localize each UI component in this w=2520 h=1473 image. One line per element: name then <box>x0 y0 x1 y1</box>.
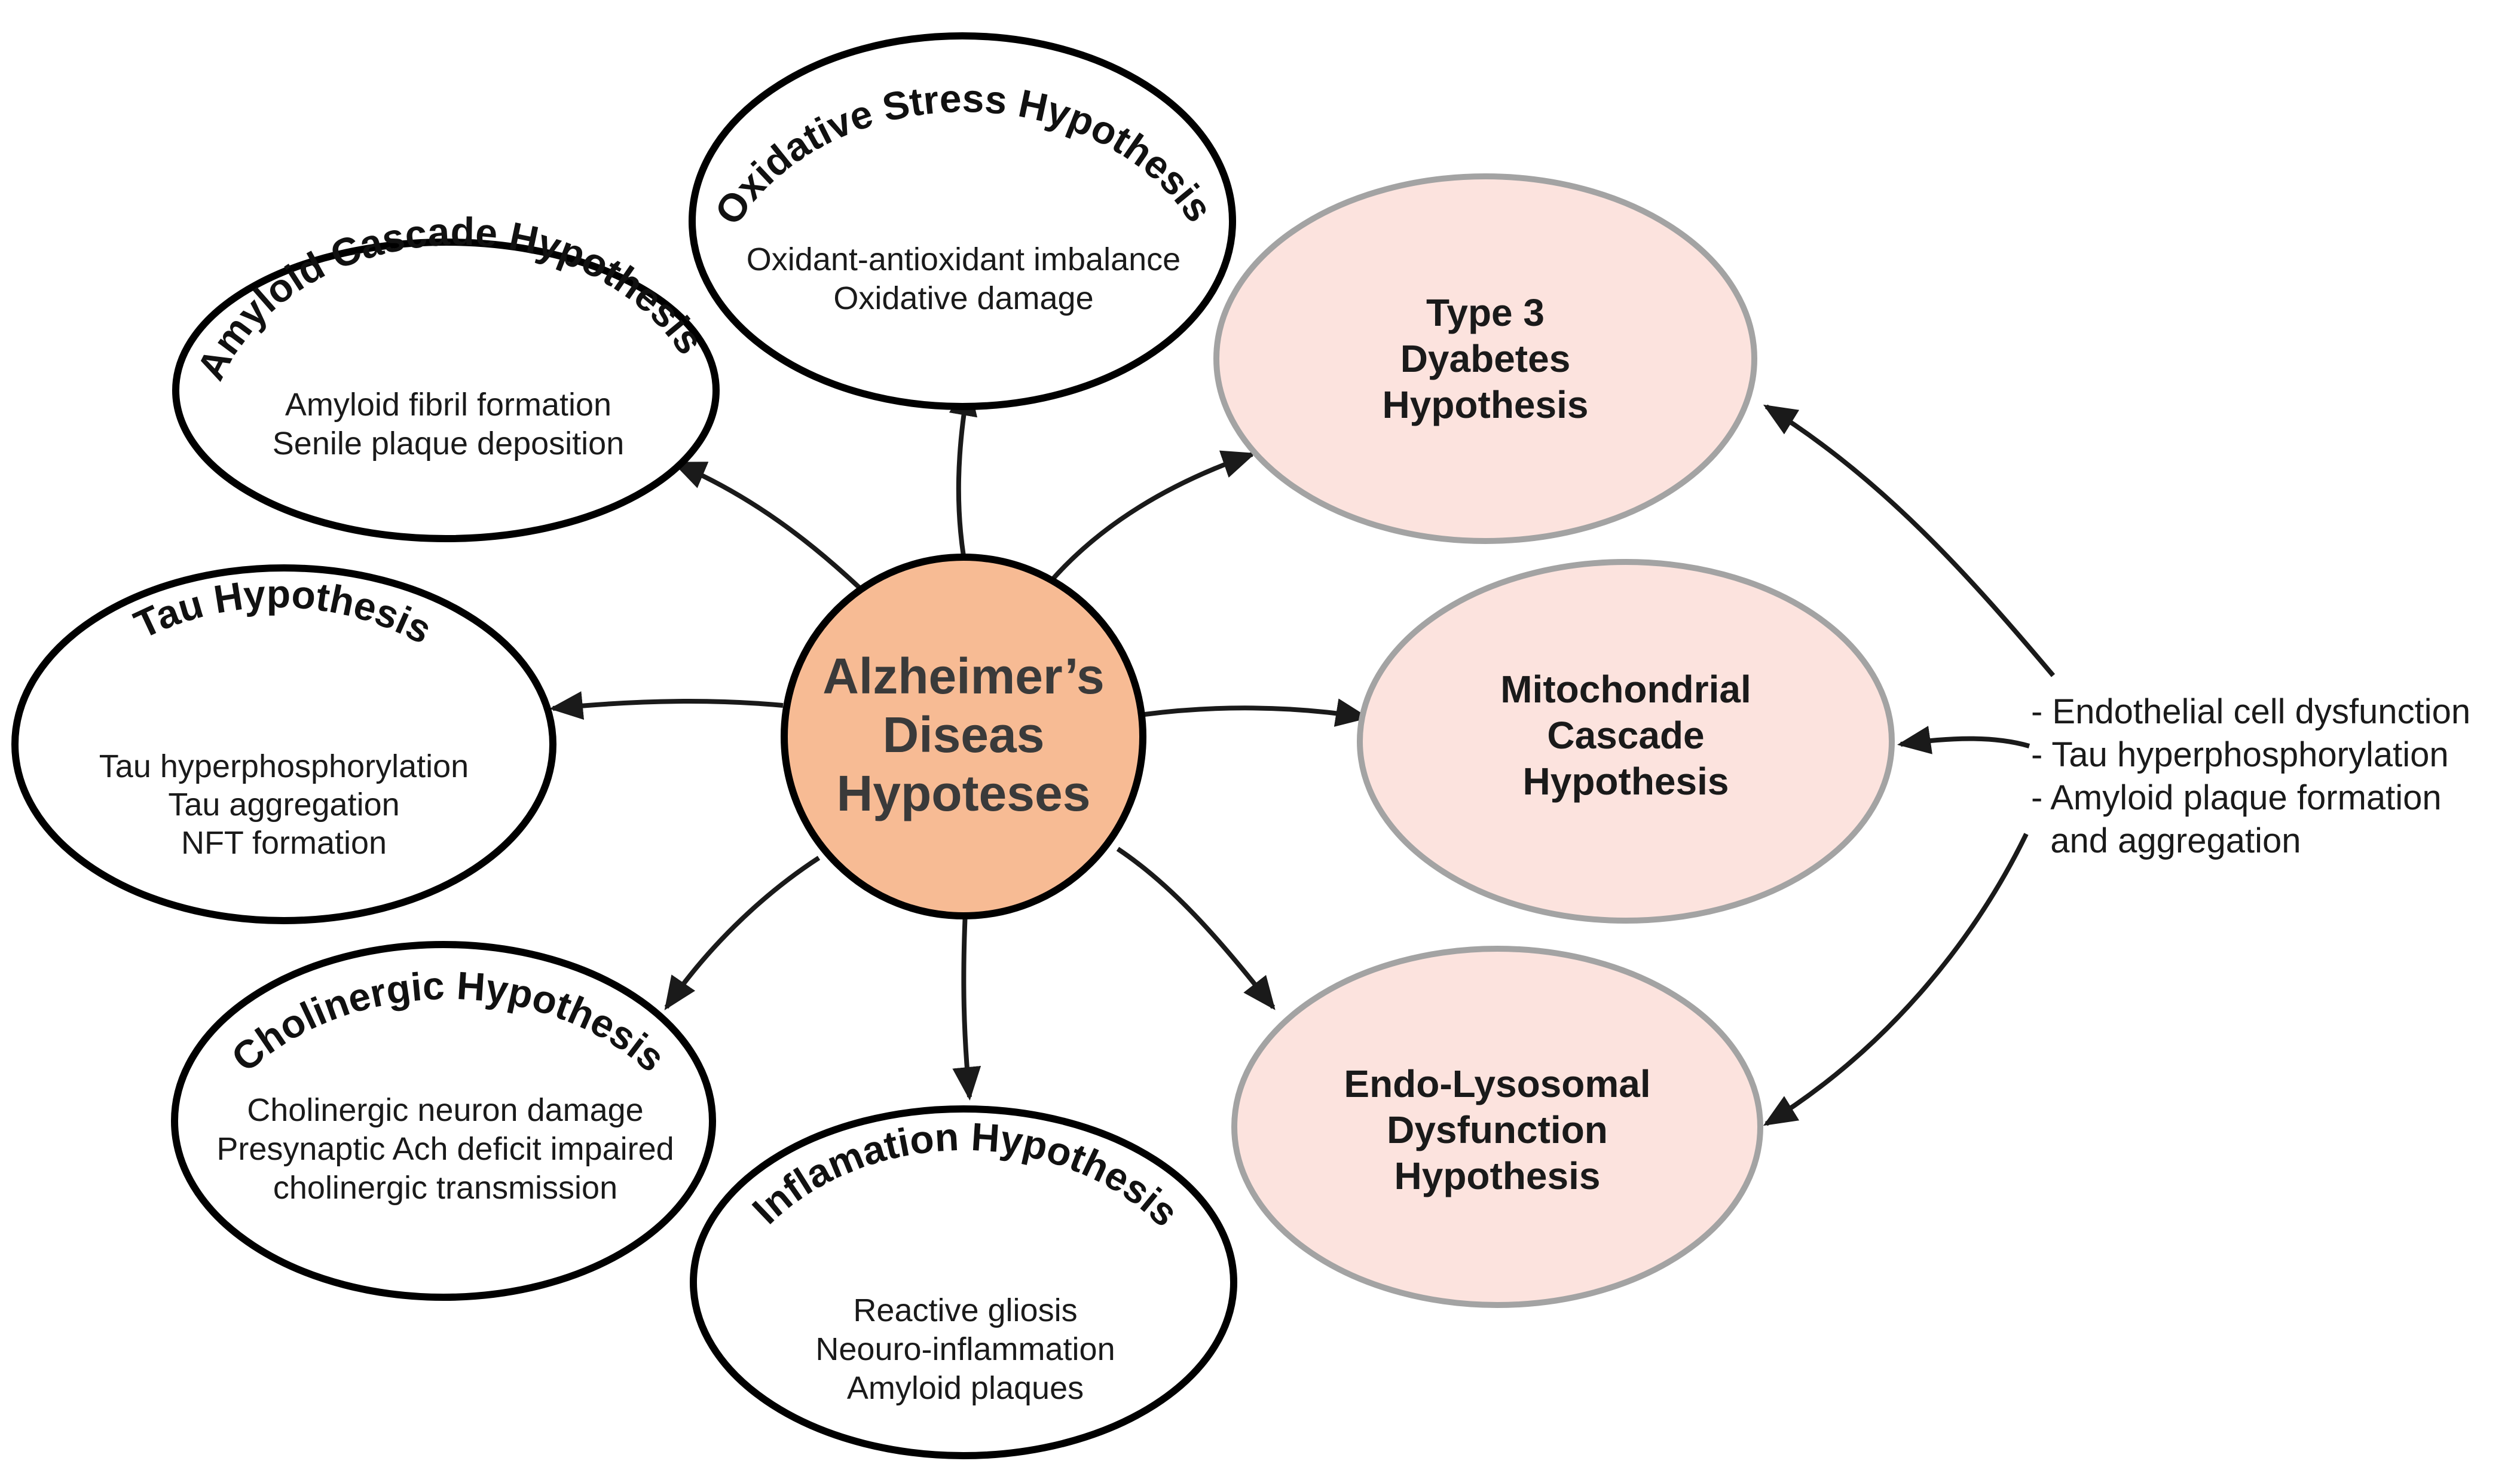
hypothesis-title-line: Dyabetes <box>1400 337 1571 380</box>
factor-item: - Amyloid plaque formation <box>2031 778 2442 817</box>
hypothesis-detail: Oxidant-antioxidant imbalance <box>747 242 1181 277</box>
center-title-line: Alzheimer’s <box>822 648 1105 704</box>
hypothesis-detail: Amyloid plaques <box>847 1370 1084 1406</box>
hypothesis-endo: Endo-Lysosomal Dysfunction Hypothesis <box>1231 946 1763 1308</box>
hypothesis-type3: Type 3 Dyabetes Hypothesis <box>1213 173 1757 544</box>
ellipse-cholinergic <box>171 941 716 1301</box>
hypothesis-title-line: Type 3 <box>1426 291 1545 334</box>
ellipse-inflammation <box>690 1105 1237 1459</box>
arrow-to-inflammation <box>952 911 981 1101</box>
hypothesis-title-line: Mitochondrial <box>1500 668 1751 711</box>
hypothesis-detail: Tau hyperphosphorylation <box>99 748 469 784</box>
ellipse-oxidative <box>689 32 1236 410</box>
hypothesis-cholinergic: Cholinergic Hypothesis Cholinergic neuro… <box>171 941 716 1301</box>
factor-item: - Tau hyperphosphorylation <box>2031 735 2449 774</box>
center-title-line: Hypoteses <box>837 765 1091 821</box>
arrow-factors-to-mito <box>1897 726 2030 754</box>
center-node: Alzheimer’s Diseas Hypoteses <box>781 554 1146 919</box>
hypothesis-detail: Oxidative damage <box>833 280 1093 316</box>
factor-item: - Endothelial cell dysfunction <box>2031 692 2470 731</box>
hypothesis-amyloid: Amyloid Cascade Hypothesis Amyloid fibri… <box>172 209 720 542</box>
shared-factors-list: - Endothelial cell dysfunction - Tau hyp… <box>2031 692 2470 860</box>
hypothesis-detail: Cholinergic neuron damage <box>247 1092 643 1128</box>
hypothesis-detail: Senile plaque deposition <box>273 426 624 462</box>
hypothesis-inflammation: Inflamation Hypothesis Reactive gliosis … <box>690 1105 1237 1459</box>
hypothesis-mito: Mitochondrial Cascade Hypothesis <box>1357 559 1895 924</box>
ellipse-type3 <box>1213 173 1757 544</box>
hypothesis-title-line: Hypothesis <box>1394 1154 1601 1197</box>
arrow-to-mito <box>1144 698 1369 727</box>
hypothesis-tau: Tau Hypothesis Tau hyperphosphorylation … <box>11 564 556 924</box>
arrow-factors-to-type3 <box>1763 404 2056 677</box>
factor-item: and aggregation <box>2031 821 2301 860</box>
hypothesis-title-line: Hypothesis <box>1523 760 1729 803</box>
ellipse-tau <box>11 564 556 924</box>
arrow-factors-to-endo <box>1763 833 2029 1126</box>
hypothesis-detail: Tau aggregation <box>168 787 399 823</box>
hypothesis-detail: cholinergic transmission <box>273 1170 617 1206</box>
center-circle <box>781 554 1146 919</box>
hypothesis-oxidative: Oxidative Stress Hypothesis Oxidant-anti… <box>689 32 1236 410</box>
hypothesis-detail: Presynaptic Ach deficit impaired <box>216 1131 674 1167</box>
arrow-to-type3 <box>1050 450 1256 582</box>
hypothesis-detail: Neouro-inflammation <box>815 1331 1115 1367</box>
arrow-to-cholinergic <box>664 855 821 1010</box>
ellipse-endo <box>1231 946 1763 1308</box>
ellipse-mito <box>1357 559 1895 924</box>
hypothesis-detail: Amyloid fibril formation <box>285 387 611 423</box>
hypothesis-detail: Reactive gliosis <box>853 1292 1077 1328</box>
arrow-to-tau <box>549 691 784 720</box>
hypothesis-detail: NFT formation <box>181 825 387 861</box>
hypothesis-title-line: Hypothesis <box>1383 383 1589 426</box>
arrow-to-amyloid <box>672 461 863 591</box>
ellipse-amyloid <box>172 239 720 542</box>
hypothesis-title-line: Dysfunction <box>1387 1108 1608 1151</box>
center-title-line: Diseas <box>883 707 1045 763</box>
arrows <box>549 382 2056 1126</box>
hypothesis-title-line: Endo-Lysosomal <box>1344 1062 1650 1105</box>
arrow-to-endo <box>1116 846 1276 1010</box>
hypothesis-title-line: Cascade <box>1547 714 1704 757</box>
arrow-to-oxidative <box>949 382 978 557</box>
